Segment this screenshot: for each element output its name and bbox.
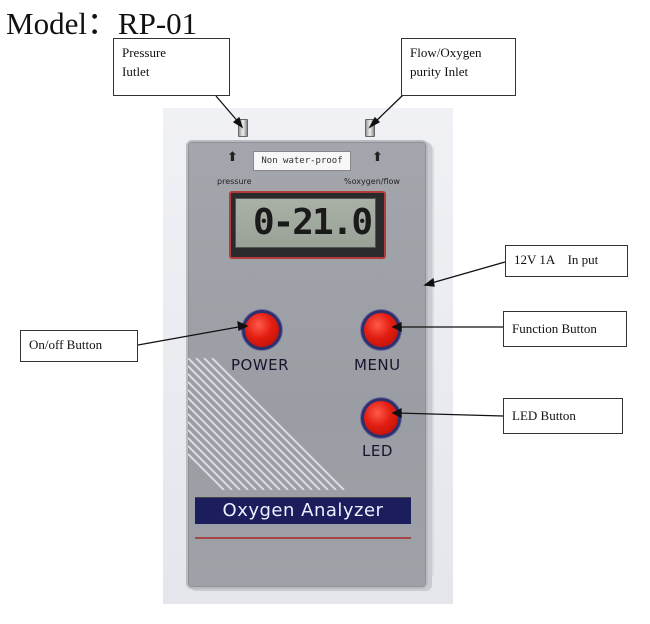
power-label: POWER — [231, 356, 290, 374]
up-arrow-icon: ⬆ — [227, 150, 238, 165]
pressure-inlet-callout: Pressure Iutlet — [113, 38, 230, 96]
power-button[interactable] — [242, 310, 282, 350]
oxygen-flow-port-label: %oxygen/flow — [344, 177, 400, 186]
callout-line: purity Inlet — [410, 64, 469, 79]
led-button-callout: LED Button — [503, 398, 623, 434]
flow-inlet-callout: Flow/Oxygen purity Inlet — [401, 38, 516, 96]
up-arrow-icon: ⬆ — [372, 150, 383, 165]
device-side-edge — [424, 146, 434, 578]
onoff-button-callout: On/off Button — [20, 330, 138, 362]
lcd-display: 0-21.0 — [235, 198, 376, 248]
led-button[interactable] — [361, 398, 401, 438]
menu-label: MENU — [354, 356, 401, 374]
brand-banner: Oxygen Analyzer — [195, 497, 411, 524]
menu-button[interactable] — [361, 310, 401, 350]
model-title: Model：RP-01 — [6, 6, 198, 41]
red-divider-line — [195, 537, 411, 539]
non-water-proof-label: Non water-proof — [253, 151, 351, 171]
power-input-callout: 12V 1A In put — [505, 245, 628, 277]
led-label: LED — [362, 442, 393, 460]
function-button-callout: Function Button — [503, 311, 627, 347]
callout-line: Iutlet — [122, 64, 150, 79]
decorative-stripes — [188, 358, 345, 490]
callout-line: Pressure — [122, 45, 167, 60]
pressure-port-label: pressure — [217, 177, 252, 186]
flow-port — [365, 119, 375, 137]
callout-line: Flow/Oxygen — [410, 45, 482, 60]
